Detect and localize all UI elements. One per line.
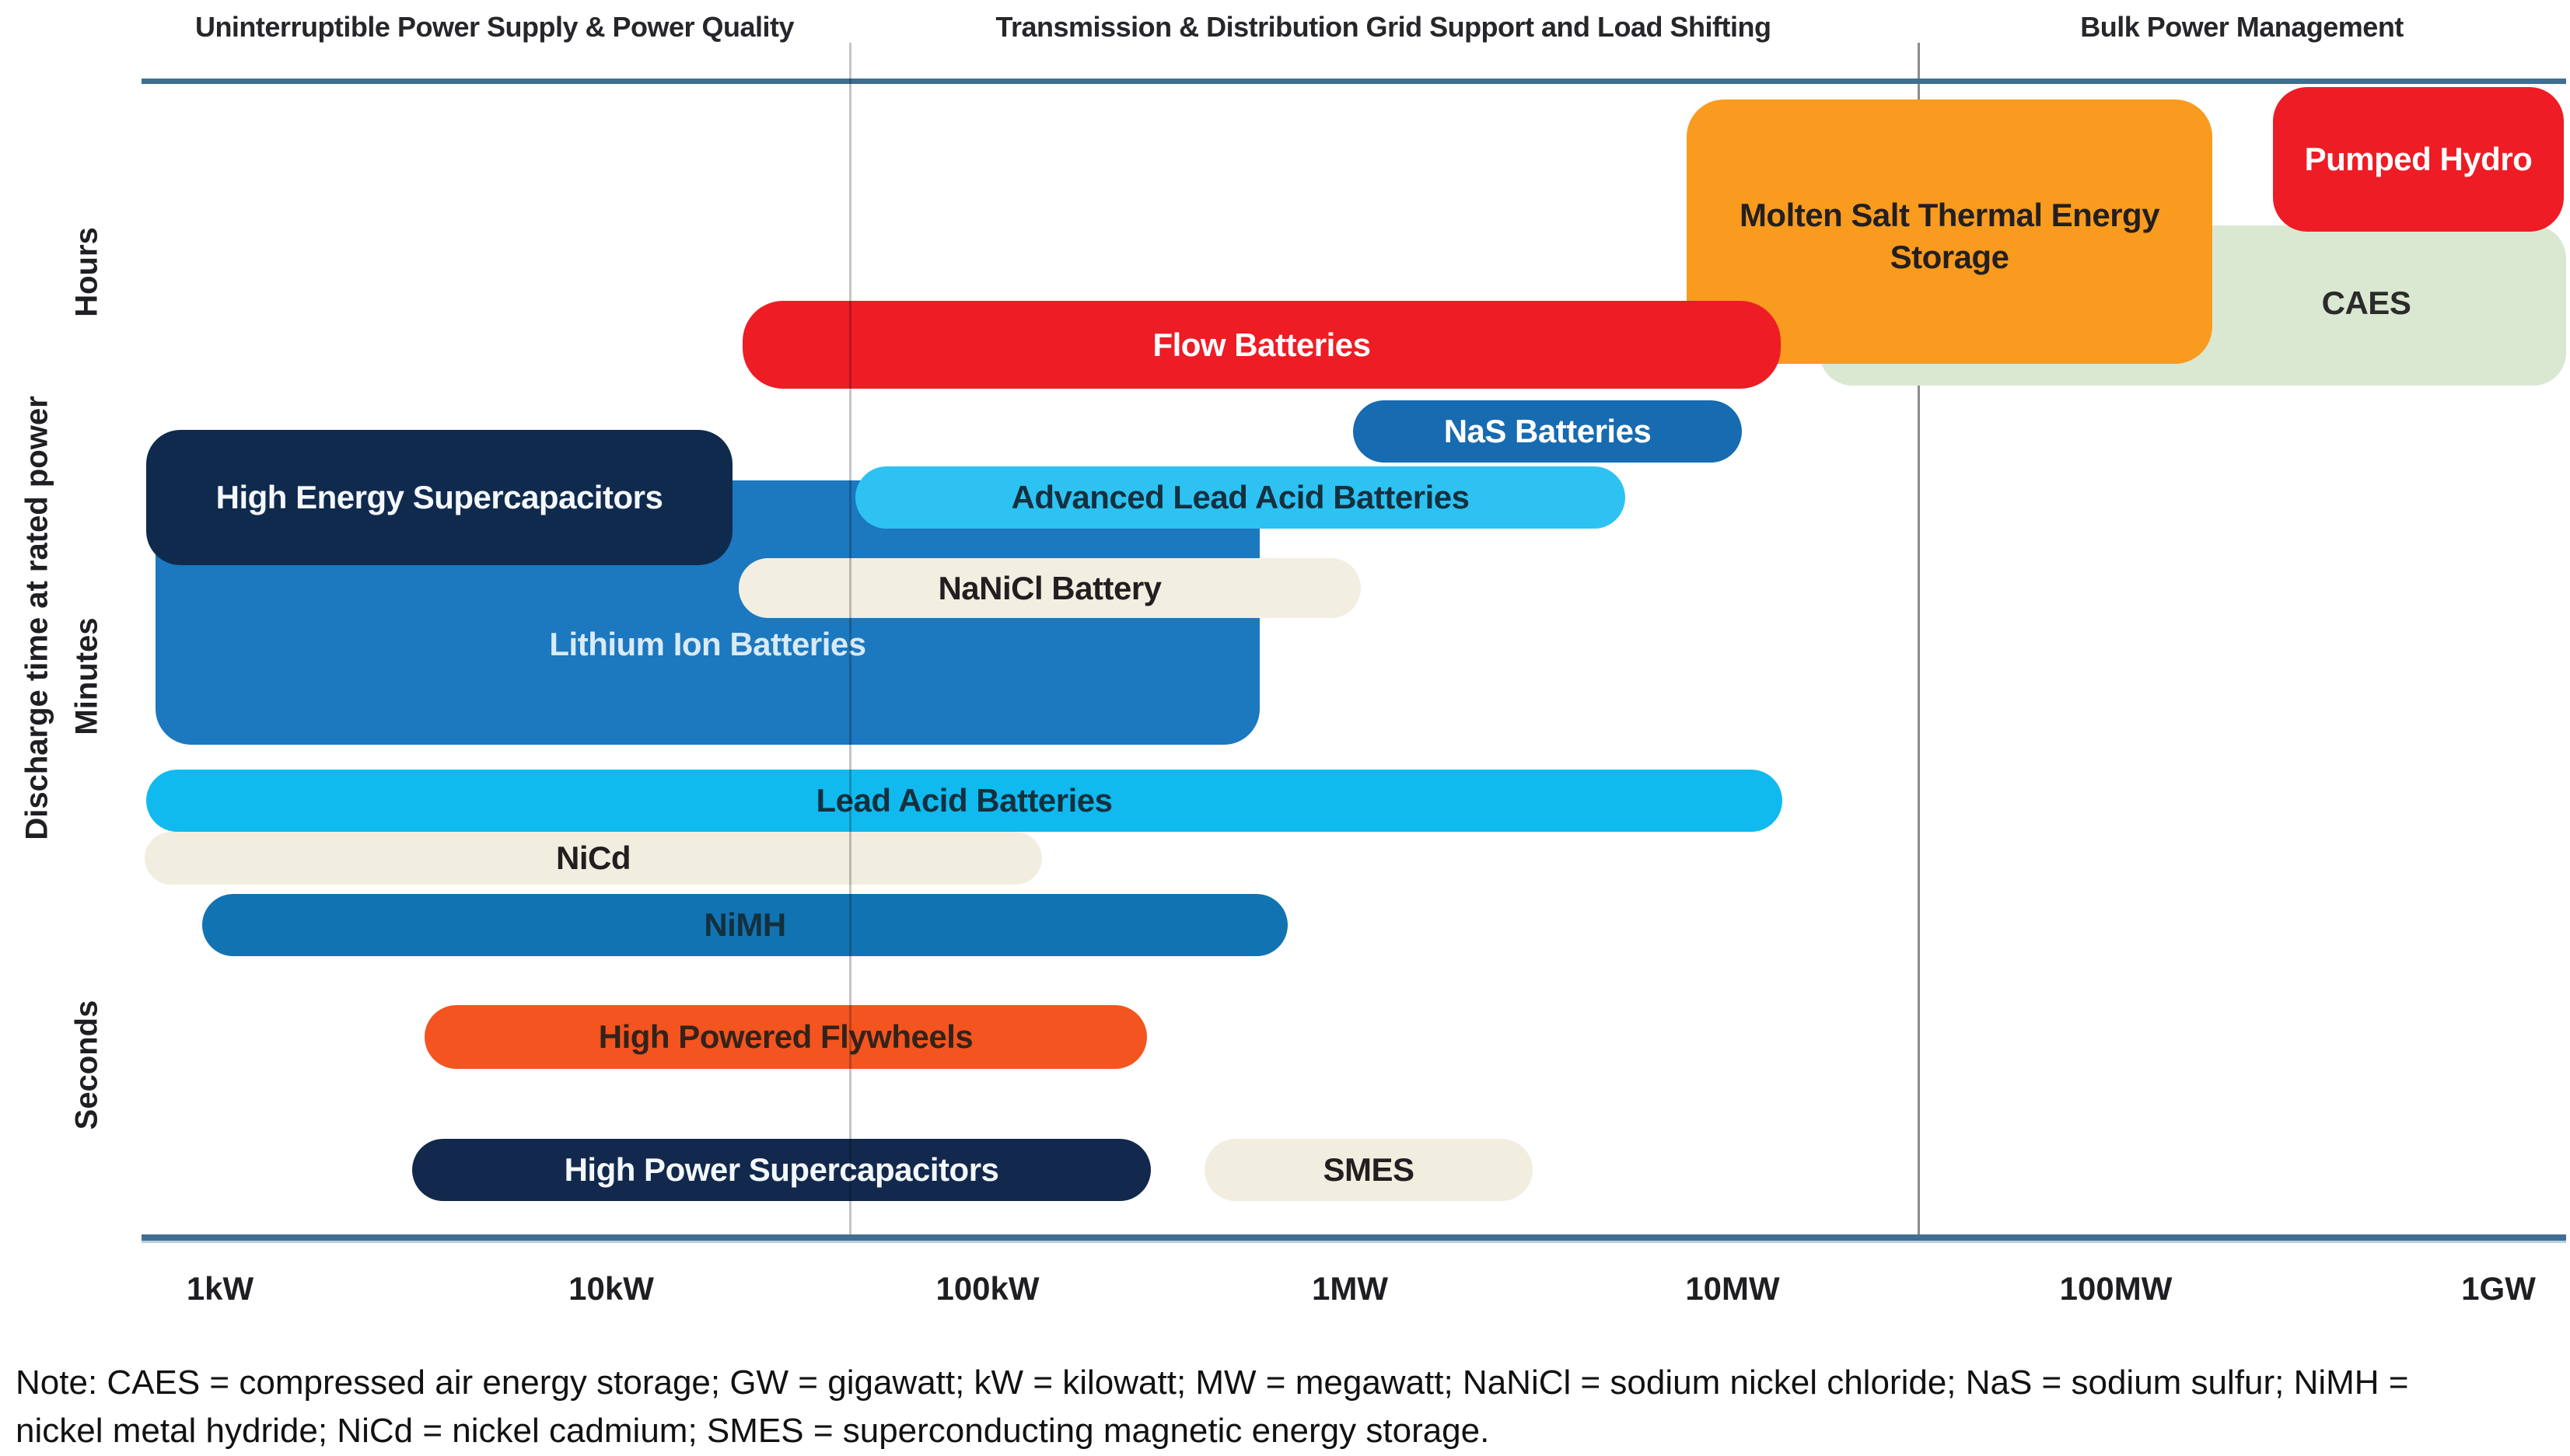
tech-box-high-energy-supercapacitors: High Energy Supercapacitors bbox=[146, 430, 733, 565]
x-tick-1kW: 1kW bbox=[186, 1270, 254, 1307]
tech-label-high-powered-flywheels: High Powered Flywheels bbox=[598, 1018, 974, 1056]
x-tick-10MW: 10MW bbox=[1685, 1270, 1780, 1307]
footnote-line-1: Note: CAES = compressed air energy stora… bbox=[16, 1363, 2409, 1402]
x-tick-1GW: 1GW bbox=[2461, 1270, 2536, 1307]
tech-box-flow-batteries: Flow Batteries bbox=[743, 301, 1781, 389]
x-axis-line bbox=[142, 1234, 2566, 1243]
x-tick-100MW: 100MW bbox=[2059, 1270, 2173, 1307]
tech-box-pumped-hydro: Pumped Hydro bbox=[2273, 87, 2564, 232]
tech-box-nanicl-battery: NaNiCl Battery bbox=[739, 558, 1361, 618]
tech-label-nanicl-battery: NaNiCl Battery bbox=[938, 569, 1162, 606]
y-axis-title: Discharge time at rated power bbox=[19, 396, 54, 840]
section-divider-left bbox=[849, 43, 851, 1234]
tech-box-nimh: NiMH bbox=[202, 894, 1288, 956]
y-tick-Seconds: Seconds bbox=[69, 1000, 104, 1130]
tech-box-high-powered-flywheels: High Powered Flywheels bbox=[425, 1005, 1147, 1069]
tech-label-advanced-lead-acid-batteries: Advanced Lead Acid Batteries bbox=[1011, 479, 1470, 516]
tech-label-caes: CAES bbox=[2321, 285, 2411, 322]
x-tick-1MW: 1MW bbox=[1312, 1270, 1388, 1307]
tech-box-lead-acid-batteries: Lead Acid Batteries bbox=[146, 770, 1782, 832]
tech-box-smes: SMES bbox=[1205, 1139, 1533, 1201]
tech-label-nicd: NiCd bbox=[556, 840, 631, 877]
tech-label-high-power-supercapacitors: High Power Supercapacitors bbox=[564, 1151, 999, 1189]
section-header: Uninterruptible Power Supply & Power Qua… bbox=[194, 11, 795, 43]
section-header: Transmission & Distribution Grid Support… bbox=[995, 11, 1772, 43]
y-tick-Minutes: Minutes bbox=[69, 617, 104, 735]
tech-label-smes: SMES bbox=[1323, 1151, 1414, 1189]
tech-label-flow-batteries: Flow Batteries bbox=[1152, 326, 1371, 363]
tech-label-pumped-hydro: Pumped Hydro bbox=[2304, 141, 2533, 178]
tech-box-nas-batteries: NaS Batteries bbox=[1353, 400, 1742, 463]
x-tick-100kW: 100kW bbox=[935, 1270, 1040, 1307]
tech-label-nimh: NiMH bbox=[704, 906, 786, 944]
footnote-line-2: nickel metal hydride; NiCd = nickel cadm… bbox=[16, 1412, 1490, 1451]
tech-label-high-energy-supercapacitors: High Energy Supercapacitors bbox=[215, 479, 663, 516]
tech-box-advanced-lead-acid-batteries: Advanced Lead Acid Batteries bbox=[855, 466, 1625, 529]
tech-label-molten-salt-thermal: Molten Salt Thermal Energy Storage bbox=[1739, 197, 2160, 275]
tech-label-nas-batteries: NaS Batteries bbox=[1443, 413, 1652, 450]
x-tick-10kW: 10kW bbox=[568, 1270, 654, 1307]
footnote: Note: CAES = compressed air energy stora… bbox=[16, 1359, 2565, 1456]
top-rule bbox=[142, 79, 2566, 84]
y-tick-Hours: Hours bbox=[69, 227, 104, 317]
tech-box-high-power-supercapacitors: High Power Supercapacitors bbox=[412, 1139, 1151, 1201]
section-header: Bulk Power Management bbox=[2080, 11, 2404, 43]
section-divider-right bbox=[1918, 43, 1920, 1234]
tech-label-lead-acid-batteries: Lead Acid Batteries bbox=[816, 782, 1113, 819]
tech-label-lithium-ion-batteries: Lithium Ion Batteries bbox=[549, 626, 866, 663]
tech-box-nicd: NiCd bbox=[145, 832, 1042, 885]
